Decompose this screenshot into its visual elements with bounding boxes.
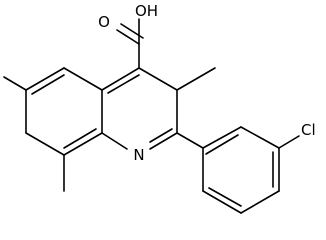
bond-ar3-cl [278, 135, 300, 149]
bond-ar5-ar6-inner [208, 187, 242, 207]
bond-c4a-c5 [63, 67, 103, 91]
bond-c4a-c4 [101, 67, 140, 91]
bond-c8-c8a [63, 132, 103, 156]
bond-ar5-ar6 [202, 190, 242, 214]
bond-c4-c3 [138, 67, 178, 91]
bond-c8-c8a-inner [63, 128, 97, 149]
bond-ar1-ar2 [202, 126, 242, 149]
chlorine-label: Cl [301, 121, 316, 139]
molecule-diagram: O OH N Cl [3, 2, 316, 214]
bond-c5-c6-inner [31, 74, 65, 95]
bond-methyl-c6 [3, 76, 27, 91]
hydroxyl-label: OH [135, 2, 158, 20]
benzo-ring [25, 67, 103, 156]
bond-ar2-ar3 [240, 126, 280, 149]
structure-canvas: O OH N Cl [3, 2, 316, 214]
carboxyl-group [116, 18, 144, 69]
bond-methyl-c3 [176, 67, 216, 91]
bond-c5-c6 [25, 67, 65, 91]
bond-c2-aryl [176, 132, 204, 149]
bond-c2-n-inner [149, 128, 173, 143]
methyl-groups [3, 67, 216, 192]
bond-c2-n [149, 132, 178, 150]
bond-c-o-double-1 [116, 29, 140, 45]
bond-n-c8a [101, 132, 128, 150]
nitrogen-label: N [133, 146, 144, 164]
bond-ar1-ar2-inner [205, 134, 239, 155]
pyridine-ring [101, 67, 178, 150]
chlorophenyl-ring [176, 126, 300, 214]
oxygen-label: O [98, 13, 110, 31]
bond-c4a-c4-inner [107, 74, 140, 94]
bond-c7-c8 [25, 132, 65, 156]
bond-ar4-ar5 [240, 190, 280, 214]
